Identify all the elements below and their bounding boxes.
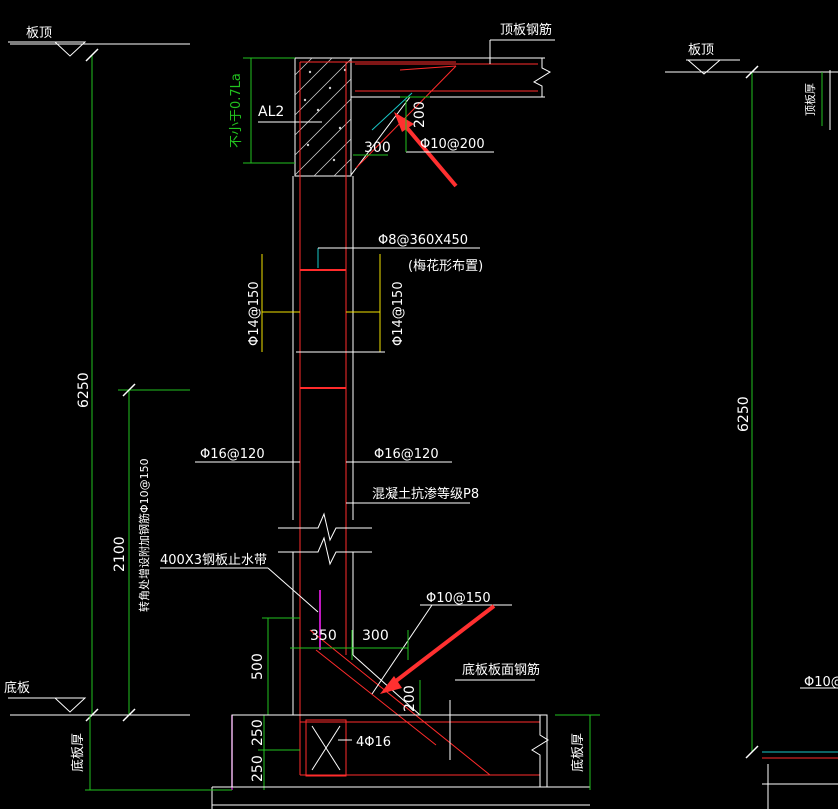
- right-partial-view: [665, 59, 838, 809]
- dim-200-top: 200: [412, 101, 428, 128]
- dim-350-label: 350: [310, 628, 337, 644]
- phi16-left-label: Φ16@120: [200, 447, 265, 462]
- dim-250-b-label: 250: [250, 755, 266, 782]
- roof-level-label-right: 板顶: [688, 43, 714, 58]
- waterstop-label: 400X3钢板止水带: [160, 553, 267, 568]
- dim-300-top: 300: [364, 140, 391, 156]
- dimension-6250-left: [85, 48, 99, 722]
- anchor-length-label: 不小于0.7La: [229, 73, 244, 148]
- break-symbol: [278, 512, 372, 566]
- roof-rebar-label: 顶板钢筋: [500, 22, 552, 38]
- dimension-anchor: [243, 57, 295, 164]
- phi16-leaders: [195, 461, 470, 504]
- phi16-right-label: Φ16@120: [374, 447, 439, 462]
- phi14-right-label: Φ14@150: [391, 281, 406, 346]
- tie-rebar-label: Φ8@360X450: [378, 233, 468, 248]
- dim-200-bottom-label: 200: [402, 685, 418, 712]
- vert-note-label: 转角处增设附加钢筋Φ10@150: [137, 458, 151, 612]
- tie-note-label: (梅花形布置): [408, 258, 483, 274]
- slab-thickness-dims: [85, 714, 600, 791]
- top-slab: [350, 57, 552, 177]
- slab-thickness-right-label: 底板厚: [570, 733, 586, 772]
- bottom-dimensions: [258, 617, 421, 790]
- bars-4phi16-label: 4Φ16: [356, 735, 391, 750]
- dim-300-bottom-label: 300: [362, 628, 389, 644]
- wall: [292, 61, 480, 775]
- phi10-200-label: Φ10@200: [420, 137, 485, 152]
- roof-level-label-left: 板顶: [26, 26, 52, 41]
- drawing-labels: 板顶 顶板钢筋 不小于0.7La AL2 200 300 Φ10@200 Φ8@…: [4, 22, 838, 782]
- phi14-leaders: [261, 254, 385, 353]
- phi14-left-label: Φ14@150: [247, 281, 262, 346]
- phi10-right-label: Φ10@: [804, 675, 838, 690]
- concrete-grade-label: 混凝土抗渗等级P8: [372, 486, 479, 502]
- waterstop: [160, 567, 321, 790]
- height-6250-left: 6250: [76, 372, 92, 408]
- beam-al2: [258, 57, 352, 177]
- floor-rebar-label: 底板板面钢筋: [462, 662, 540, 678]
- beam-label: AL2: [258, 104, 284, 120]
- slab-thickness-top-right-label: 顶板厚: [803, 83, 817, 116]
- dim-2100-label: 2100: [112, 536, 128, 572]
- top-leaders: [353, 39, 555, 156]
- bottom-haunch: [309, 604, 535, 776]
- red-arrows: [380, 112, 496, 694]
- height-6250-right: 6250: [736, 396, 752, 432]
- phi10-150-label: Φ10@150: [426, 591, 491, 606]
- dim-250-a-label: 250: [250, 719, 266, 746]
- bottom-slab: [211, 700, 590, 809]
- left-elevation-markers: [8, 41, 190, 716]
- floor-level-label: 底板: [4, 680, 30, 696]
- dimension-2100: [118, 383, 190, 722]
- slab-thickness-left-label: 底板厚: [70, 733, 86, 772]
- dim-500-label: 500: [250, 653, 266, 680]
